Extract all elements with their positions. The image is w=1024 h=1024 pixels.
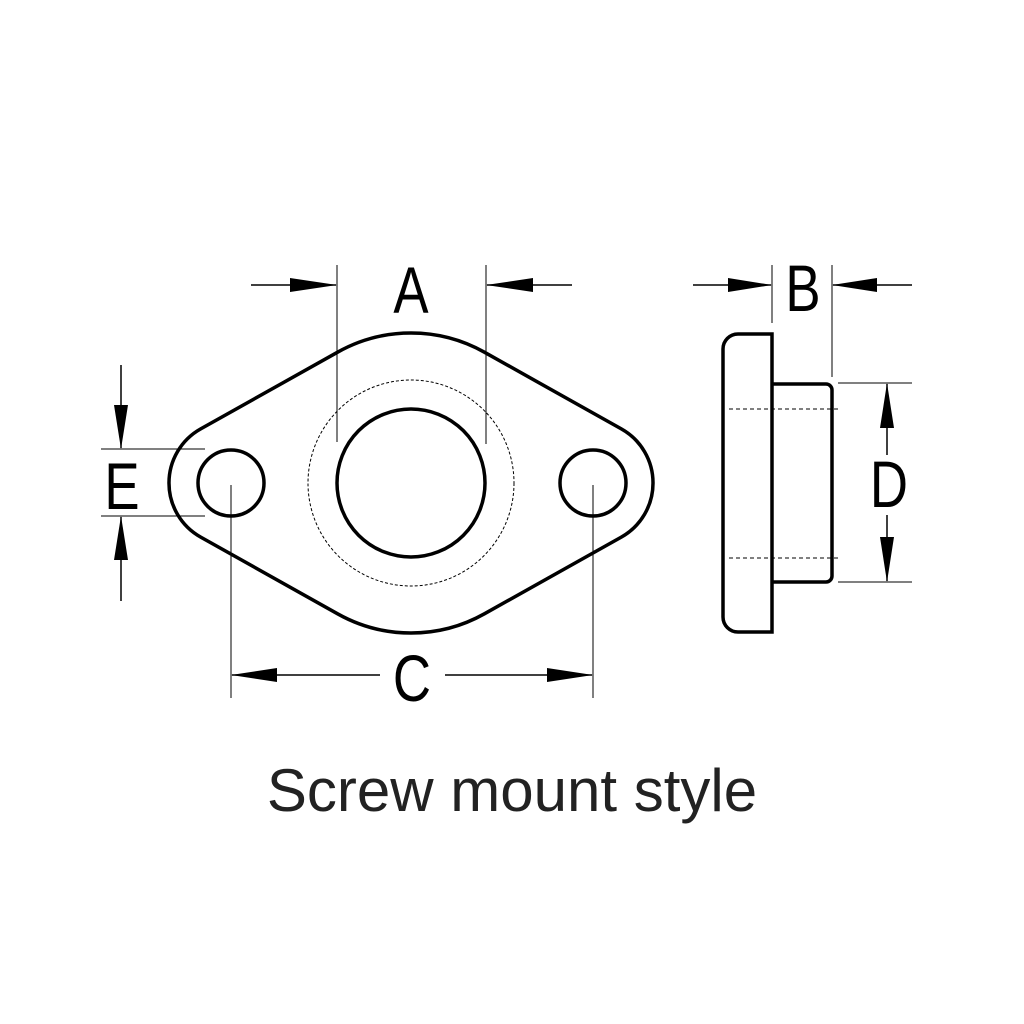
caption: Screw mount style: [267, 757, 757, 824]
arrow-right-icon: [728, 278, 772, 292]
arrow-left-icon: [486, 278, 533, 292]
arrow-up-icon: [880, 383, 894, 428]
dimension-c: C: [230, 485, 594, 715]
arrow-left-icon: [231, 668, 277, 682]
label-e: E: [104, 449, 139, 523]
label-d: D: [870, 447, 908, 521]
arrow-left-icon: [832, 278, 877, 292]
label-c: C: [393, 641, 431, 715]
dimension-a: A: [251, 253, 572, 444]
dimension-d: D: [838, 382, 912, 583]
label-a: A: [393, 253, 428, 327]
dimension-e: E: [101, 365, 205, 601]
label-b: B: [785, 251, 820, 325]
front-view: [167, 331, 655, 635]
arrow-right-icon: [290, 278, 337, 292]
dimension-b: B: [693, 251, 912, 377]
side-flange: [721, 332, 774, 634]
arrow-down-icon: [114, 405, 128, 449]
arrow-right-icon: [547, 668, 593, 682]
hub-dashed-circle: [307, 379, 515, 587]
center-bore: [335, 407, 487, 559]
arrow-down-icon: [880, 537, 894, 582]
flange-outline: [167, 331, 655, 635]
side-hub: [772, 382, 834, 584]
side-view: [721, 332, 838, 634]
arrow-up-icon: [114, 516, 128, 560]
